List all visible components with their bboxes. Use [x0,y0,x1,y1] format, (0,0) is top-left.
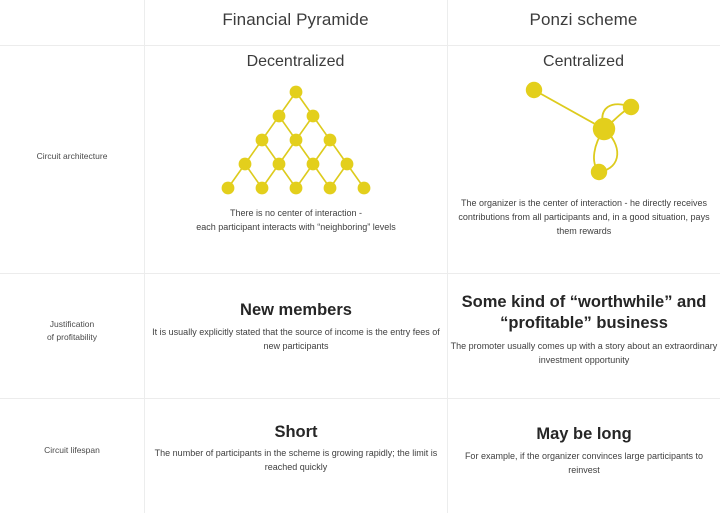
headline-short: Short [274,423,318,441]
row-label-circuit-architecture: Circuit architecture [36,151,108,161]
row-divider-1 [0,273,720,274]
cell-architecture-ponzi-subhead: Centralized [447,52,720,72]
row-divider-header [0,45,720,46]
subhead-decentralized: Decentralized [246,53,345,70]
row-label-justification-of-profitability: Justification of profitability [46,319,98,342]
caption-decentralized: There is no center of interaction - each… [196,208,396,232]
cell-architecture-ponzi-caption: The organizer is the center of interacti… [455,196,713,238]
row-label-circuit-lifespan: Circuit lifespan [44,445,100,455]
cell-lifespan-pyramide: Short The number of participants in the … [150,422,442,474]
cell-architecture-pyramide-subhead: Decentralized [144,52,447,72]
headline-worthwhile-business: Some kind of “worthwhile” and “profitabl… [461,293,707,332]
decentralized-pyramid-graph [144,78,447,200]
subhead-centralized: Centralized [543,53,624,70]
caption-new-members: It is usually explicitly stated that the… [152,327,440,351]
column-divider-right [447,0,448,513]
row-divider-2 [0,398,720,399]
cell-lifespan-ponzi: May be long For example, if the organize… [450,424,718,477]
column-header-financial-pyramide: Financial Pyramide [222,10,369,29]
caption-short: The number of participants in the scheme… [154,448,438,472]
caption-worthwhile-business: The promoter usually comes up with a sto… [450,341,718,365]
column-header-ponzi-scheme: Ponzi scheme [529,10,638,29]
caption-may-be-long: For example, if the organizer convinces … [464,451,704,475]
headline-may-be-long: May be long [536,425,632,443]
column-divider-left [144,0,145,513]
cell-justification-pyramide: New members It is usually explicitly sta… [150,300,442,353]
cell-justification-ponzi: Some kind of “worthwhile” and “profitabl… [450,292,718,367]
caption-centralized: The organizer is the center of interacti… [458,198,710,236]
centralized-hub-graph [447,78,720,190]
headline-new-members: New members [240,301,352,319]
cell-architecture-pyramide-caption: There is no center of interaction - each… [150,206,442,234]
